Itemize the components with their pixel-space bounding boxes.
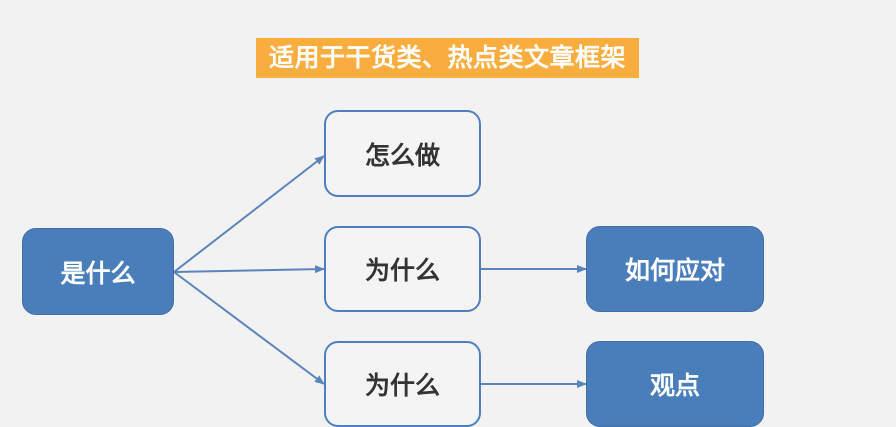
node-why-1: 为什么 (324, 226, 481, 312)
diagram-title: 适用于干货类、热点类文章框架 (256, 38, 639, 78)
node-why-2: 为什么 (324, 341, 481, 427)
arrow-what-to-why-1 (173, 265, 325, 274)
node-view: 观点 (586, 341, 764, 427)
arrow-what-to-how (173, 155, 325, 273)
arrow-what-to-why-2 (173, 271, 325, 385)
node-what: 是什么 (22, 228, 174, 315)
diagram-connectors (173, 155, 587, 388)
node-how: 怎么做 (324, 110, 481, 197)
node-cope: 如何应对 (586, 226, 764, 312)
